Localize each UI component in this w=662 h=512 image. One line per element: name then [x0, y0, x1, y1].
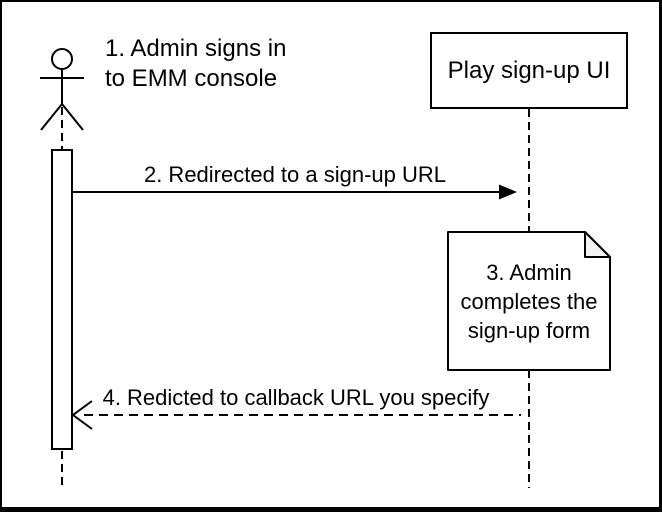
- note-fold-corner: [584, 231, 611, 258]
- message-4-label: 4. Redicted to callback URL you specify: [102, 385, 490, 410]
- participant-box-play-sign-up-ui: Play sign-up UI: [430, 32, 628, 109]
- message-4-arrowhead: [71, 400, 93, 430]
- participant-label: Play sign-up UI: [447, 56, 611, 84]
- note-shape: [447, 231, 611, 371]
- message-2-label: 2. Redirected to a sign-up URL: [143, 162, 447, 187]
- message-2-arrowhead: [499, 184, 517, 200]
- actor-icon: [40, 48, 84, 131]
- admin-activation-bar: [51, 149, 73, 450]
- message-4-arrow: [71, 400, 521, 430]
- actor-right-leg: [61, 103, 84, 131]
- message-2-arrow: [72, 184, 517, 200]
- actor-left-leg: [40, 103, 63, 131]
- note-label: 3. Admin completes the sign-up form: [460, 259, 598, 343]
- actor-label: 1. Admin signs in to EMM console: [105, 35, 287, 92]
- actor-head: [51, 48, 73, 70]
